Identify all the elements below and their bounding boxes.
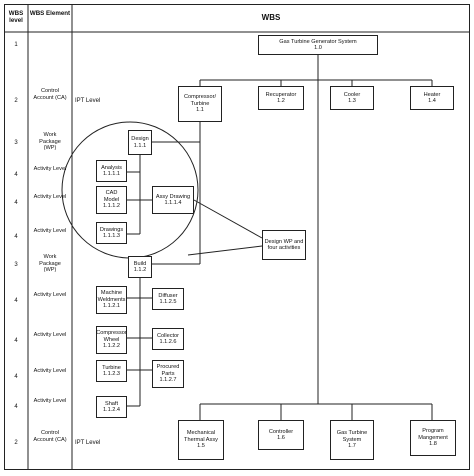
node-code: 1.1.2 [133, 267, 147, 273]
ipt-level-label: IPT Level [75, 98, 101, 104]
node-code: 1.7 [348, 443, 356, 450]
node-code: 1.1.2.4 [102, 407, 121, 413]
node-code: 1.1.2.3 [102, 371, 121, 377]
node-code: 1.1.2.7 [159, 377, 177, 384]
header-wbs-level: WBS level [8, 10, 24, 24]
node-code: 1.1.1 [133, 142, 147, 149]
node-name: Design [131, 136, 149, 143]
row-element: Activity Level [33, 194, 67, 200]
node-code: 1.1.2.5 [159, 299, 177, 305]
row-level: 1 [14, 42, 18, 48]
node-name: Compressor Wheel [96, 330, 127, 343]
row-level: 4 [14, 298, 18, 304]
node-code: 1.2 [277, 98, 285, 104]
row-element: Activity Level [33, 332, 67, 338]
node-name: Diffuser [158, 292, 178, 299]
row-level: 3 [14, 262, 18, 268]
node-code: 1.6 [277, 435, 285, 441]
row-level: 3 [14, 140, 18, 146]
row-element: Control Account (CA) [33, 88, 67, 101]
node-name: Design WP and four activities [264, 238, 304, 251]
row-element: Activity Level [33, 368, 67, 374]
row-level: 2 [14, 98, 18, 104]
node-code: 1.3 [348, 98, 356, 104]
row-element: Work Package (WP) [39, 132, 61, 152]
node-code: 1.1 [196, 107, 204, 114]
header-wbs-element: WBS Element [29, 10, 71, 17]
node-name: Shaft [104, 400, 119, 407]
row-element: Control Account (CA) [33, 430, 67, 443]
node-name: Compressor/ Turbine [183, 94, 217, 107]
node-code: 1.1.2.6 [159, 339, 177, 345]
row-level: 4 [14, 338, 18, 344]
node-code: 1.0 [314, 45, 322, 51]
node-code: 1.1.1.1 [102, 171, 121, 177]
row-level: 4 [14, 404, 18, 410]
node-code: 1.1.2.1 [102, 303, 121, 310]
node-code: 1.8 [429, 441, 437, 448]
row-element: Activity Level [33, 228, 67, 234]
row-level: 4 [14, 200, 18, 206]
header-wbs: WBS [261, 13, 281, 22]
node-code: 1.1.1.3 [102, 233, 121, 239]
node-name: Build [133, 260, 147, 267]
node-name: Drawings [99, 226, 124, 233]
node-name: Controller [268, 428, 294, 435]
node-name: Gas Turbine Generator System [279, 38, 357, 45]
node-name: Turbine [102, 364, 121, 371]
node-name: Program Mangement [418, 428, 448, 441]
node-name: Recuperator [265, 91, 297, 98]
node-name: Mechanical Thermal Assy [184, 430, 218, 443]
row-element: Activity Level [33, 166, 67, 172]
tree-edges [127, 55, 433, 420]
node-code: 1.4 [428, 98, 436, 104]
node-name: Collector [156, 332, 180, 339]
row-level: 4 [14, 234, 18, 240]
ipt-level-label: IPT Level [75, 440, 101, 446]
row-element: Activity Level [33, 292, 67, 298]
node-name: Analysis [101, 164, 122, 171]
node-name: Cooler [343, 91, 361, 98]
row-level: 4 [14, 374, 18, 380]
node-name: Gas Turbine System [336, 430, 368, 443]
wbs-frame [4, 4, 470, 470]
row-element: Activity Level [33, 398, 67, 404]
node-name: Procured Parts [156, 364, 180, 377]
node-code: 1.1.1.2 [102, 203, 121, 210]
row-element: Work Package (WP) [39, 254, 61, 274]
node-name: Assy Drawing [155, 193, 191, 200]
node-code: 1.1.1.4 [164, 200, 182, 206]
row-level: 4 [14, 172, 18, 178]
node-name: Machine Weldments [97, 290, 126, 303]
node-code: 1.5 [197, 443, 205, 450]
node-code: 1.1.2.2 [102, 343, 121, 350]
row-level: 2 [14, 440, 18, 446]
node-design-callout[interactable]: Design WP and four activities [262, 230, 306, 260]
node-name: CAD Model [103, 190, 120, 203]
node-name: Heater [423, 91, 441, 98]
